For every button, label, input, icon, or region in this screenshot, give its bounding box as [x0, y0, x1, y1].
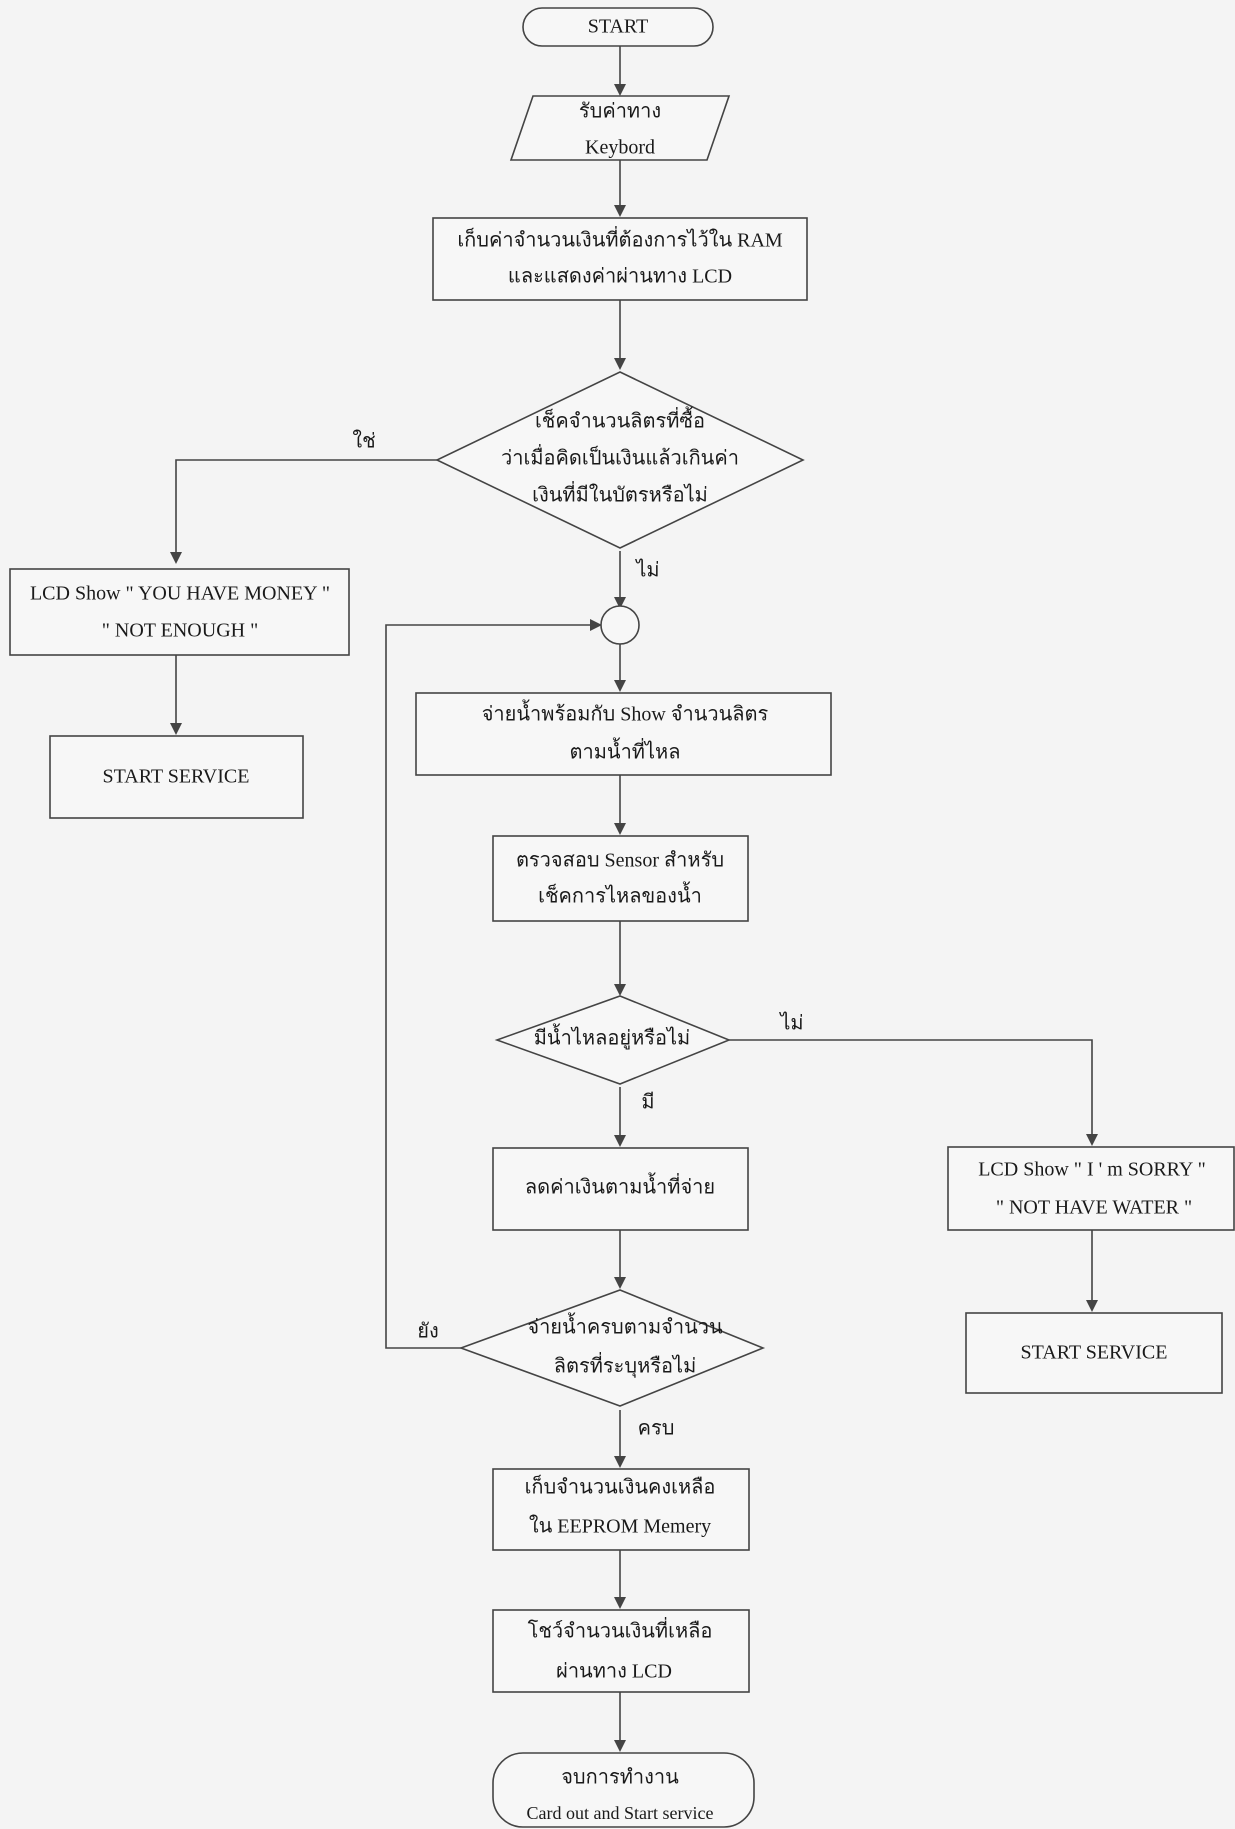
label-has: มี [641, 1092, 654, 1114]
store-ram-line1: เก็บค่าจำนวนเงินที่ต้องการไว้ใน RAM [457, 226, 783, 252]
connectors [170, 46, 1098, 1752]
connector-check-yes [170, 459, 437, 564]
sensor-line1: ตรวจสอบ Sensor สำหรับ [516, 850, 724, 872]
flow-check-label: มีน้ำไหลอยู่หรือไม่ [534, 1024, 691, 1051]
end-line2: Card out and Start service [527, 1803, 714, 1823]
reduce-box: ลดค่าเงินตามน้ำที่จ่าย [492, 1147, 749, 1231]
store-eeprom-line1: เก็บจำนวนเงินคงเหลือ [525, 1474, 716, 1499]
loop-junction [600, 605, 640, 645]
complete-check-decision: จ่ายน้ำครบตามจำนวน ลิตรที่ระบุหรือไม่ [458, 1289, 766, 1407]
end-line1: จบการทำงาน [561, 1767, 679, 1789]
store-ram-box: เก็บค่าจำนวนเงินที่ต้องการไว้ใน RAM และแ… [432, 217, 808, 301]
check-money-line2: ว่าเมื่อคิดเป็นเงินแล้วเกินค่า [501, 444, 739, 470]
input-line1: รับค่าทาง [579, 101, 661, 123]
store-eeprom-box: เก็บจำนวนเงินคงเหลือ ใน EEPROM Memery [492, 1468, 750, 1551]
check-money-line1: เช็คจำนวนลิตรที่ซื้อ [535, 407, 705, 433]
show-remaining-line2: ผ่านทาง LCD [556, 1661, 672, 1683]
label-complete: ครบ [638, 1418, 675, 1440]
dispense-line1: จ่ายน้ำพร้อมกับ Show จำนวนลิตร [482, 700, 769, 726]
flow-check-decision: มีน้ำไหลอยู่หรือไม่ [494, 995, 732, 1085]
start-service-left-box: START SERVICE [49, 735, 304, 819]
input-line2: Keybord [585, 137, 655, 159]
label-no-flow: ไม่ [778, 1012, 803, 1035]
store-ram-line2: และแสดงค่าผ่านทาง LCD [508, 266, 732, 288]
no-water-line1: LCD Show " I ' m SORRY " [978, 1159, 1206, 1181]
start-service-right-box: START SERVICE [965, 1312, 1223, 1394]
complete-check-line2: ลิตรที่ระบุหรือไม่ [554, 1352, 697, 1379]
show-remaining-line1: โชว์จำนวนเงินที่เหลือ [528, 1617, 713, 1643]
start-label: START [588, 16, 649, 38]
sensor-box: ตรวจสอบ Sensor สำหรับ เช็คการไหลของน้ำ [492, 835, 749, 922]
reduce-label: ลดค่าเงินตามน้ำที่จ่าย [525, 1173, 715, 1199]
input-keyboard: รับค่าทาง Keybord [509, 95, 731, 161]
no-water-box: LCD Show " I ' m SORRY " " NOT HAVE WATE… [947, 1146, 1235, 1231]
dispense-box: จ่ายน้ำพร้อมกับ Show จำนวนลิตร ตามน้ำที่… [415, 692, 832, 776]
start-service-left-label: START SERVICE [103, 766, 250, 788]
label-not-yet: ยัง [417, 1321, 438, 1343]
no-money-line2: " NOT ENOUGH " [102, 620, 259, 642]
connector-loop-back [385, 619, 602, 1349]
show-remaining-box: โชว์จำนวนเงินที่เหลือ ผ่านทาง LCD [492, 1609, 750, 1693]
no-water-line2: " NOT HAVE WATER " [996, 1197, 1192, 1219]
end-terminal: จบการทำงาน Card out and Start service [492, 1752, 755, 1828]
start-terminal: START [522, 7, 714, 47]
connector-flow-no [729, 1039, 1098, 1146]
start-service-right-label: START SERVICE [1021, 1342, 1168, 1364]
label-no: ไม่ [634, 559, 659, 582]
sensor-line2: เช็คการไหลของน้ำ [538, 882, 702, 908]
no-money-box: LCD Show " YOU HAVE MONEY " " NOT ENOUGH… [9, 568, 350, 656]
no-money-line1: LCD Show " YOU HAVE MONEY " [30, 583, 330, 605]
complete-check-line1: จ่ายน้ำครบตามจำนวน [527, 1313, 723, 1339]
store-eeprom-line2: ใน EEPROM Memery [529, 1515, 711, 1538]
check-money-line3: เงินที่มีในบัตรหรือไม่ [532, 481, 708, 507]
label-yes: ใช่ [352, 430, 375, 453]
check-money-decision: เช็คจำนวนลิตรที่ซื้อ ว่าเมื่อคิดเป็นเงิน… [435, 371, 805, 549]
dispense-line2: ตามน้ำที่ไหล [570, 738, 681, 764]
